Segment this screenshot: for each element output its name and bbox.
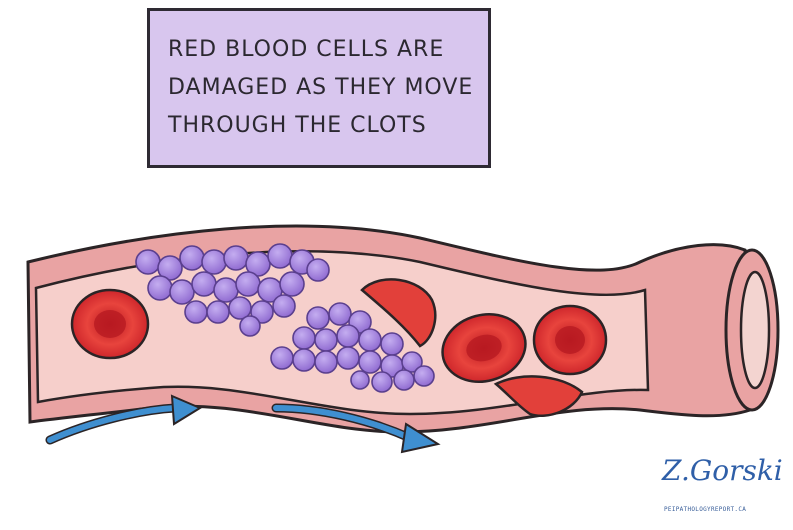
site-credit: PEIPATHOLOGYREPORT.CA [664,506,746,513]
vessel-opening-inner [741,272,769,388]
red-blood-cell-1 [72,290,148,358]
artist-signature: Z.Gorski [662,454,783,487]
red-blood-cell-3 [534,306,606,374]
